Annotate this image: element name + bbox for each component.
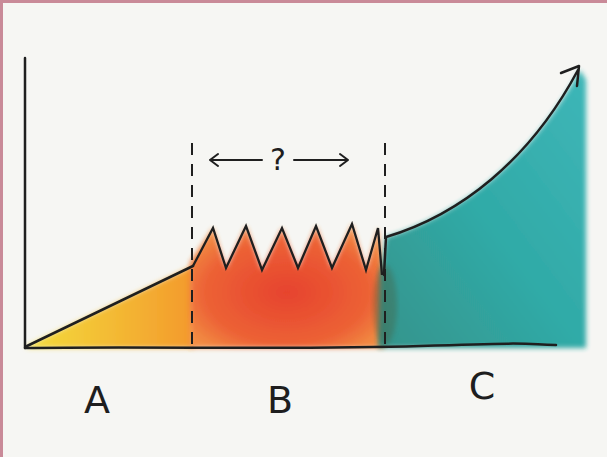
span-arrow (210, 154, 262, 166)
phase-label: C (469, 367, 496, 405)
phase-a-fill (27, 266, 193, 348)
span-arrow (294, 154, 348, 166)
question-mark: ? (270, 145, 286, 175)
y-axis (24, 58, 27, 348)
arrow-head (561, 66, 579, 86)
phase-b-fill (190, 224, 384, 348)
phase-label: A (84, 381, 110, 419)
zigzag-line (193, 224, 382, 275)
growth-line (27, 266, 193, 346)
frame-edge (0, 0, 3, 457)
phase-label: B (267, 381, 293, 419)
x-axis (25, 344, 556, 348)
phase-divider (191, 143, 193, 346)
growth-curve (384, 70, 578, 275)
phase-c-fill (378, 70, 586, 348)
frame-edge (0, 0, 607, 3)
